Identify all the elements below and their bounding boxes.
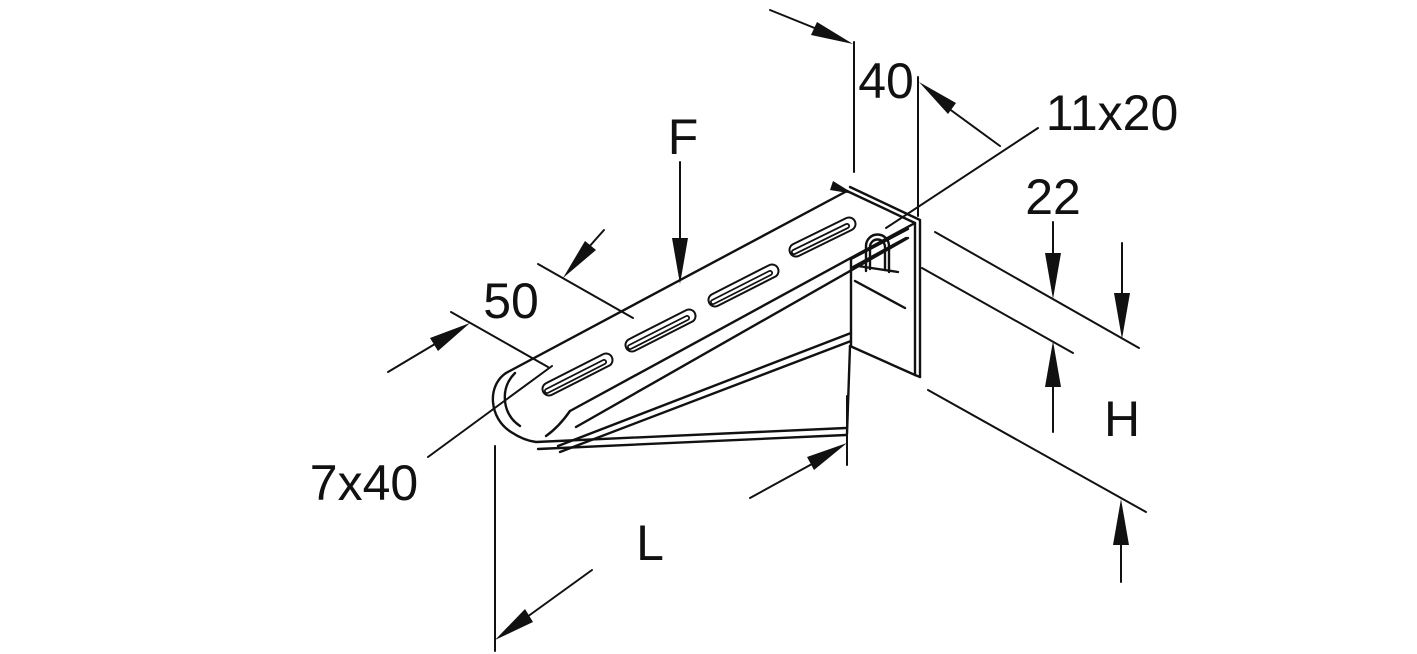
slot-pitch-extension-b <box>450 311 549 368</box>
slot-1 <box>541 352 614 397</box>
plate-depth-arrow-left-icon <box>811 22 853 44</box>
dimension-length: L <box>494 395 848 652</box>
height-arrow-bottom-icon <box>1113 499 1129 545</box>
dimension-height: H <box>927 242 1147 583</box>
bracket-body <box>491 181 922 454</box>
slot-pitch-arrow-right-icon <box>563 241 596 278</box>
dimension-keyhole-offset: 22 <box>921 169 1140 433</box>
plate-depth-label: 40 <box>858 53 914 109</box>
keyhole-offset-label: 22 <box>1025 169 1081 225</box>
length-arrow-right-icon <box>807 443 847 470</box>
dimension-keyhole-size: 11x20 <box>885 85 1179 229</box>
height-arrow-top-icon <box>1114 293 1130 339</box>
keyhole-leader-line <box>885 127 1039 229</box>
keyhole-offset-arrow-top-icon <box>1045 253 1061 299</box>
dimension-slot-pitch: 50 <box>387 229 634 373</box>
dimension-plate-depth: 40 <box>769 9 1001 217</box>
length-arrow-left-icon <box>495 609 533 640</box>
slot-pitch-arrow-left-icon <box>430 323 470 351</box>
plate-top-reference-line <box>934 231 1140 349</box>
slotted-holes <box>541 216 857 397</box>
force-arrow-icon <box>672 238 688 284</box>
mounting-plate <box>830 181 922 379</box>
dimension-force: F <box>668 109 699 284</box>
corner-arrow <box>830 181 854 194</box>
height-label: H <box>1104 391 1140 447</box>
slot-pitch-extension-a <box>537 263 634 319</box>
plate-bottom-reference-line <box>927 389 1147 513</box>
slot-pitch-label: 50 <box>483 273 539 329</box>
slot-3 <box>707 263 780 308</box>
plate-depth-arrow-right-icon <box>919 82 956 114</box>
dimension-slot-size: 7x40 <box>310 365 553 511</box>
keyhole-offset-arrow-bottom-icon <box>1045 341 1061 387</box>
keyhole-size-label: 11x20 <box>1046 85 1179 141</box>
slot-4 <box>788 216 857 258</box>
slot-size-leader-line <box>427 365 553 458</box>
length-label: L <box>636 515 664 571</box>
slot-2 <box>624 308 697 353</box>
force-label: F <box>668 109 699 165</box>
keyhole-bottom-reference-line <box>921 267 1074 354</box>
keyhole-slot <box>856 233 900 274</box>
slot-size-label: 7x40 <box>310 455 418 511</box>
